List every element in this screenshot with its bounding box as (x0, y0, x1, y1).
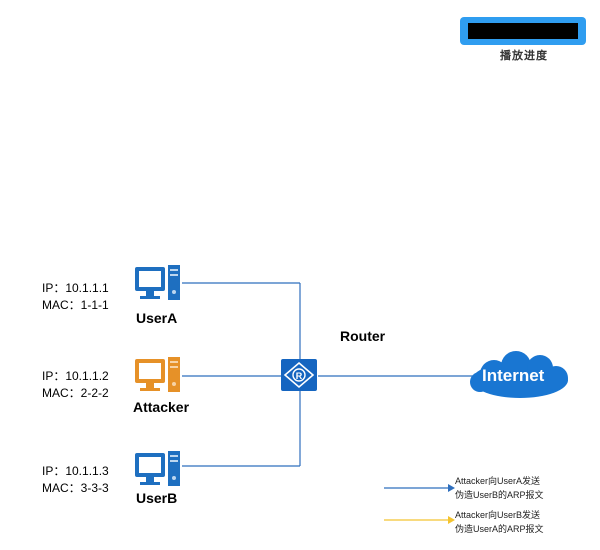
router-label: Router (340, 328, 386, 344)
ip-label: IP：10.1.1.2 (42, 369, 109, 383)
progress-label: 播放进度 (500, 50, 548, 62)
svg-text:R: R (296, 371, 303, 381)
legend-line1: Attacker向UserA发送 (455, 476, 541, 486)
mac-label: MAC：1-1-1 (42, 298, 109, 312)
ip-label: IP：10.1.1.3 (42, 464, 109, 478)
legend-line2: 伪造UserA的ARP报文 (455, 524, 544, 534)
desktop-computer-icon (134, 264, 182, 307)
ip-label: IP：10.1.1.1 (42, 281, 109, 295)
router-icon: R (280, 358, 320, 399)
cloud-icon (466, 350, 574, 407)
desktop-computer-icon (134, 356, 182, 399)
legend-arrow-yellow (384, 516, 455, 524)
host-name: UserB (136, 490, 178, 506)
mac-label: MAC：2-2-2 (42, 386, 109, 400)
desktop-computer-icon (134, 450, 182, 493)
progress-fill (468, 23, 578, 39)
legend-arrow-blue (384, 484, 455, 492)
host-name: Attacker (133, 399, 190, 415)
host-name: UserA (136, 310, 178, 326)
legend-line2: 伪造UserB的ARP报文 (455, 490, 544, 500)
legend-line1: Attacker向UserB发送 (455, 510, 541, 520)
internet-label: Internet (482, 366, 545, 385)
progress-bar[interactable] (468, 23, 578, 39)
progress-frame[interactable] (460, 17, 586, 45)
mac-label: MAC：3-3-3 (42, 481, 109, 495)
